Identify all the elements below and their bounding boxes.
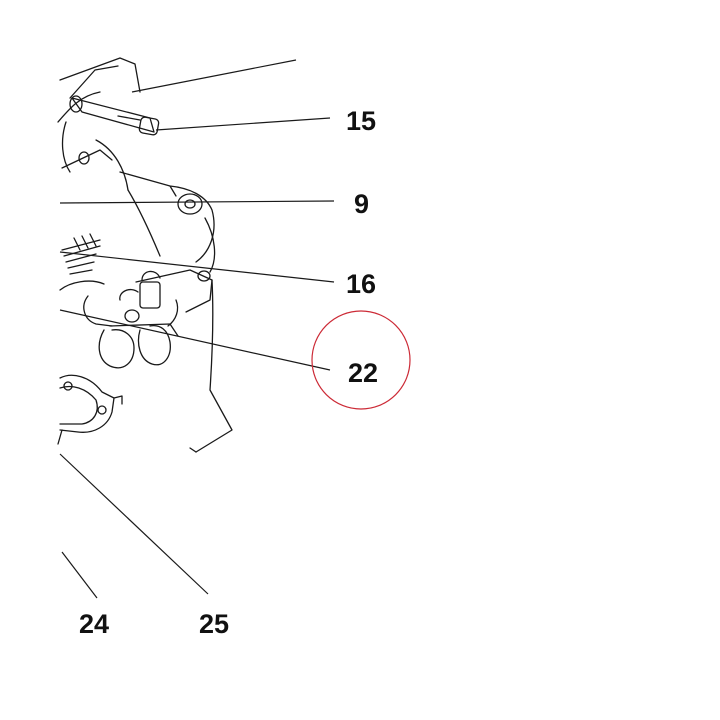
leader-line-22 <box>59 309 331 371</box>
highlight-circle <box>311 310 411 410</box>
leader-line-24 <box>61 551 98 599</box>
leader-line-9 <box>59 200 335 204</box>
leader-line-25 <box>59 453 209 595</box>
callout-24[interactable]: 24 <box>79 609 109 639</box>
leader-line-15 <box>155 117 331 131</box>
callout-22[interactable]: 22 <box>348 358 378 388</box>
leader-lines <box>59 59 335 599</box>
callout-labels: 15 9 16 22 24 25 <box>79 106 378 639</box>
callout-25[interactable]: 25 <box>199 609 229 639</box>
callout-16[interactable]: 16 <box>346 269 376 299</box>
callout-9[interactable]: 9 <box>354 189 369 219</box>
callout-15[interactable]: 15 <box>346 106 376 136</box>
leader-line-top <box>131 59 297 93</box>
leader-line-16 <box>59 251 335 283</box>
